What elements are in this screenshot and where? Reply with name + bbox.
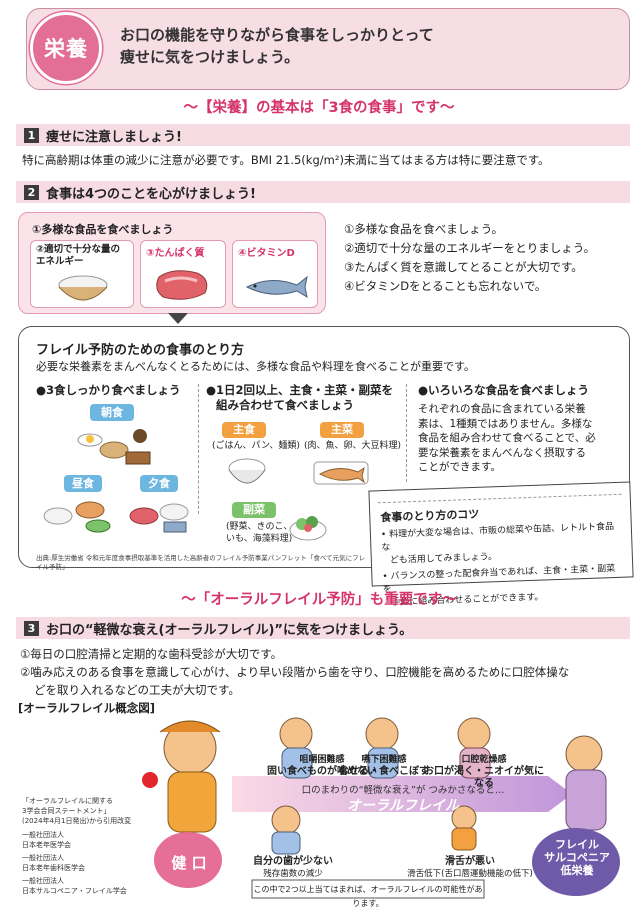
side-dish-desc: (野菜、きのこ、 いも、海藻料理) <box>226 522 293 544</box>
swallowing-label: 嚥下困難感 むせる・食べこぼす <box>339 755 429 777</box>
frail-title: フレイル予防のための食事のとり方 <box>36 343 245 358</box>
col3-title: ●いろいろな食品を食べましょう <box>418 383 590 397</box>
dinner-meal-icon <box>129 503 189 533</box>
rice-icon <box>228 458 266 484</box>
references: 「オーラルフレイルに関する 3学会合同ステートメント」 (2024年4月1日発出… <box>22 797 132 895</box>
lunch-meal-icon <box>43 501 111 533</box>
section-3-p1: ①毎日の口腔清掃と定期的な歯科受診が大切です。 <box>20 647 283 661</box>
dinner-label: 夕食 <box>140 475 178 492</box>
fish-icon <box>245 275 308 299</box>
side-dish-label: 副菜 <box>232 502 276 518</box>
section-1-bar: 1 痩せに注意しましょう! <box>16 124 630 146</box>
salad-icon <box>289 516 327 541</box>
main-dish-label: 主菜 <box>320 422 364 438</box>
rule-item: ②適切で十分な量のエネルギーをとりましょう。 <box>344 241 596 255</box>
col2-title: ●1日2回以上、主食・主菜・副菜を 組み合わせて食べましょう <box>206 383 394 412</box>
section-2-bar: 2 食事は4つのことを心がけましょう! <box>16 181 630 203</box>
few-teeth-label: 自分の歯が少ない 残存歯数の減少 <box>253 856 333 879</box>
section-number: 3 <box>24 620 39 636</box>
lunch-label: 昼食 <box>64 475 102 492</box>
meat-icon <box>156 270 208 300</box>
arrow-main-text: オーラルフレイル <box>347 798 459 814</box>
source-note: 出典:厚生労働省 令和元年度食事摂取基準を活用した高齢者のフレイル予防事業パンフ… <box>36 554 366 571</box>
rule-item: ①多様な食品を食べましょう。 <box>344 222 504 236</box>
subtitle-oral-frail: 〜「オーラルフレイル予防」も重要です〜 <box>181 592 457 608</box>
rule-item: ③たんぱく質を意識してとることが大切です。 <box>344 260 583 274</box>
nutrition-badge: 栄養 <box>30 12 102 84</box>
header-banner <box>26 8 630 90</box>
food-box-label: ①多様な食品を食べましょう <box>32 223 174 236</box>
tips-box: 食事のとり方のコツ • 料理が大変な場合は、市販の総菜や缶詰、レトルト食品な ど… <box>368 481 634 608</box>
arrow-subtext: 口のまわりの“軽微な衰え”が つみかさなると… <box>301 785 505 796</box>
section-title: 食事は4つのことを心がけましょう! <box>46 186 256 202</box>
section-number: 2 <box>24 184 39 200</box>
frail-intro: 必要な栄養素をまんべんなくとるためには、多様な食品や料理を食べることが重要です。 <box>36 360 475 373</box>
divider <box>406 384 407 482</box>
section-title: 痩せに注意しましょう! <box>46 129 182 145</box>
section-1-body: 特に高齢期は体重の減少に注意が必要です。BMI 21.5(kg/m²)未満に当て… <box>22 153 550 167</box>
energy-card: ②適切で十分な量のエネルギー <box>30 240 134 308</box>
grilled-fish-icon <box>313 461 369 485</box>
subtitle-nutrition: 〜【栄養】の基本は「3食の食事」です〜 <box>183 100 455 116</box>
vitamin-d-card: ④ビタミンD <box>232 240 318 308</box>
oral-frail-diagram <box>142 717 620 899</box>
breakfast-meal-icon <box>77 429 151 465</box>
protein-card: ③たんぱく質 <box>140 240 226 308</box>
main-dish-desc: (肉、魚、卵、大豆料理) <box>304 441 402 451</box>
breakfast-label: 朝食 <box>90 404 134 421</box>
frail-end-label: フレイル サルコペニア 低栄養 <box>544 838 610 877</box>
healthy-mouth-label: 健 口 <box>171 854 207 872</box>
section-3-bar: 3 お口の“軽微な衰え(オーラルフレイル)”に気をつけましょう。 <box>16 617 630 639</box>
col3-body: それぞれの食品に含まれている栄養 素は、1種類ではありません。多様な 食品を組み… <box>418 403 596 473</box>
staple-label: 主食 <box>222 422 266 438</box>
divider <box>198 384 199 514</box>
rule-list: ①多様な食品を食べましょう。 ②適切で十分な量のエネルギーをとりましょう。 ③た… <box>344 220 595 296</box>
diagnosis-note: この中で2つ以上当てはまれば、オーラルフレイルの可能性があります。 <box>253 885 483 907</box>
section-3-p2: ②噛み応えのある食事を意識して心がけ、より早い段階から歯を守り、口腔機能を高める… <box>20 665 570 697</box>
rice-bowl-icon <box>58 275 108 301</box>
section-number: 1 <box>24 127 39 143</box>
chewing-label: 咀嚼困難感 固い食べものが噛めない <box>267 755 377 777</box>
header-text: お口の機能を守りながら食事をしっかりとって 痩せに気をつけましょう。 <box>120 26 434 66</box>
rule-item: ④ビタミンDをとることも忘れないで。 <box>344 279 547 293</box>
diagram-label: [オーラルフレイル概念図] <box>18 701 156 715</box>
col1-title: ●3食しっかり食べましょう <box>36 383 181 397</box>
section-title: お口の“軽微な衰え(オーラルフレイル)”に気をつけましょう。 <box>46 622 413 638</box>
articulation-label: 滑舌が悪い 滑舌低下(舌口唇運動機能の低下) <box>407 856 533 879</box>
dry-mouth-label: 口腔乾燥感 お口が渇く・ニオイが気になる <box>424 755 544 789</box>
pointer-arrow <box>168 313 188 324</box>
staple-desc: (ごはん、パン、麺類) <box>212 441 300 451</box>
